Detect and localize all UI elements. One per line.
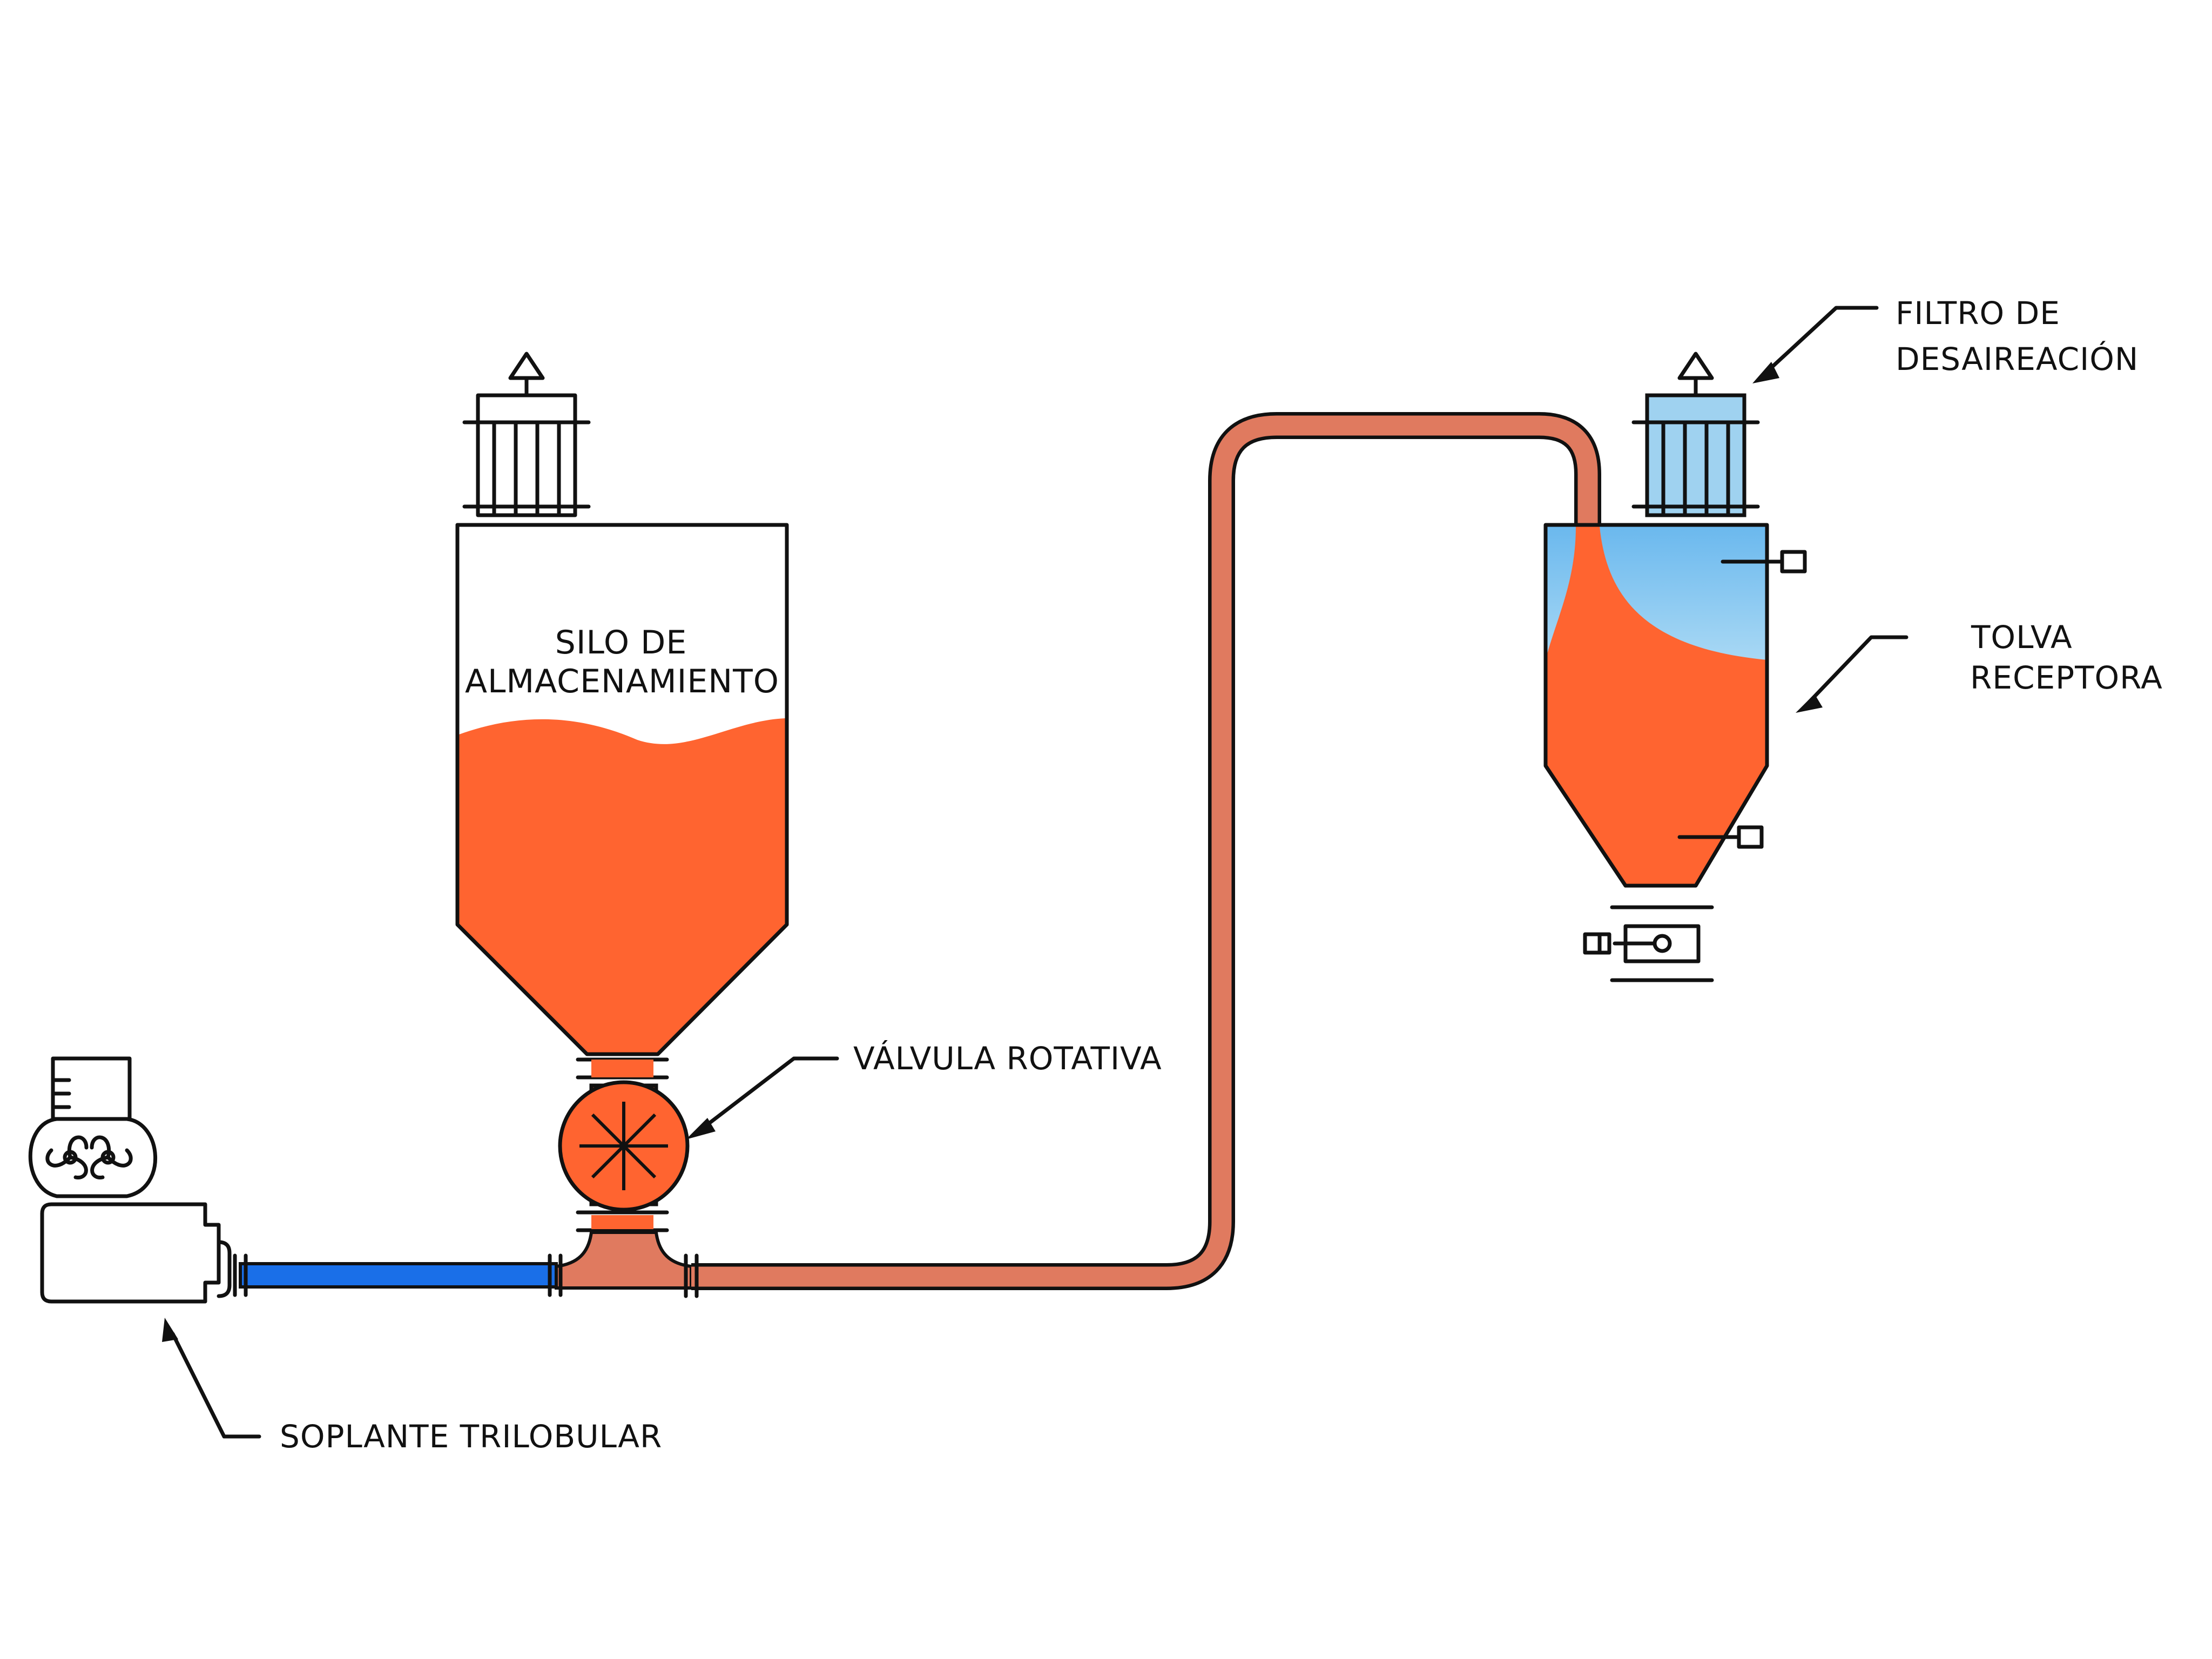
deaeration-filter xyxy=(1631,352,1760,517)
silo-vent-filter xyxy=(462,352,591,517)
callout-filter: FILTRO DE DESAIREACIÓN xyxy=(1752,295,2139,383)
callout-blower: SOPLANTE TRILOBULAR xyxy=(162,1318,662,1455)
callout-hopper: TOLVA RECEPTORA xyxy=(1796,619,2163,713)
conveying-line xyxy=(684,412,1601,1298)
storage-silo: SILO DE ALMACENAMIENTO xyxy=(455,352,789,1080)
silo-label-line1: SILO DE xyxy=(555,624,687,662)
callout-rotary-valve: VÁLVULA ROTATIVA xyxy=(686,1040,1162,1139)
level-sensor-low xyxy=(1677,825,1764,849)
level-sensor-high xyxy=(1721,550,1807,574)
hopper-label-line1: TOLVA xyxy=(1971,619,2073,656)
rotary-valve xyxy=(558,1080,690,1232)
pickup-tee xyxy=(555,1231,693,1290)
hopper-label-line2: RECEPTORA xyxy=(1970,659,2163,696)
rotor-lobe-icon xyxy=(45,1135,133,1179)
trilobe-blower xyxy=(28,1056,232,1304)
air-line xyxy=(233,1253,563,1297)
blower-label: SOPLANTE TRILOBULAR xyxy=(280,1418,662,1455)
silo-label-line2: ALMACENAMIENTO xyxy=(465,663,779,700)
discharge-valve xyxy=(1583,905,1714,982)
filter-label-line1: FILTRO DE xyxy=(1896,295,2060,332)
silo-material xyxy=(459,718,785,1053)
receiving-hopper xyxy=(1543,352,1807,982)
rotary-valve-label: VÁLVULA ROTATIVA xyxy=(853,1040,1162,1077)
rotor-star-icon xyxy=(579,1102,668,1190)
filter-label-line2: DESAIREACIÓN xyxy=(1896,340,2139,377)
